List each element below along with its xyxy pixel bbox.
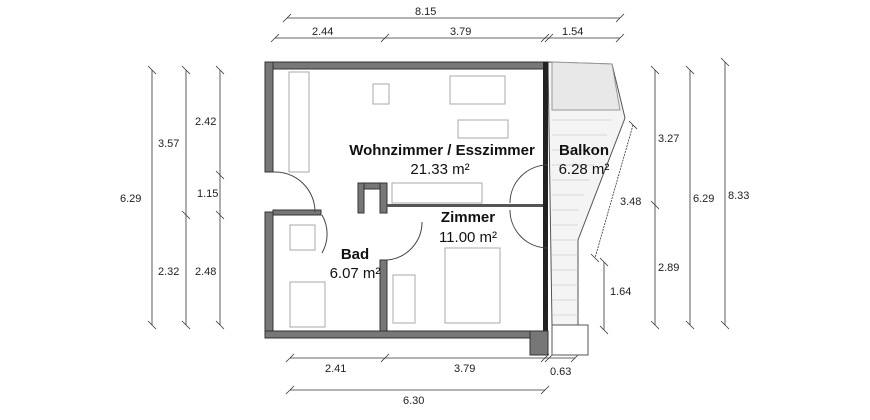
room-balcony: Balkon 6.28 m² — [559, 142, 610, 178]
dim-label: 2.44 — [312, 26, 333, 38]
room-area: 11.00 m² — [439, 229, 497, 246]
dim-label: 6.30 — [403, 395, 424, 407]
room-bedroom: Zimmer 11.00 m² — [439, 209, 497, 246]
dim-label: 0.63 — [550, 366, 571, 378]
room-name: Wohnzimmer / Esszimmer — [349, 142, 535, 159]
dim-label: 2.42 — [195, 116, 216, 128]
dim-label: 3.48 — [620, 196, 641, 208]
dimension-labels: 8.15 2.44 3.79 1.54 6.29 3.57 2.32 2.42 … — [120, 6, 749, 407]
dim-label: 1.15 — [197, 188, 218, 200]
room-bathroom: Bad 6.07 m² — [330, 246, 381, 282]
room-area: 6.28 m² — [559, 161, 610, 178]
dim-label: 1.54 — [562, 26, 583, 38]
dim-label: 3.27 — [658, 133, 679, 145]
dim-label: 8.15 — [415, 6, 436, 18]
dim-label: 1.64 — [610, 286, 631, 298]
dim-label: 3.79 — [450, 26, 471, 38]
dimension-lines — [147, 13, 730, 395]
walls — [264, 61, 549, 356]
room-living: Wohnzimmer / Esszimmer 21.33 m² — [349, 142, 535, 178]
room-name: Bad — [341, 246, 369, 263]
dim-label: 3.57 — [158, 138, 179, 150]
room-area: 21.33 m² — [410, 161, 469, 178]
dim-label: 8.33 — [728, 190, 749, 202]
dim-label: 6.29 — [120, 193, 141, 205]
dim-label: 6.29 — [693, 193, 714, 205]
dim-label: 2.48 — [195, 266, 216, 278]
furniture — [272, 71, 549, 328]
dim-label: 2.32 — [158, 266, 179, 278]
room-area: 6.07 m² — [330, 265, 381, 282]
room-name: Zimmer — [441, 209, 495, 226]
dim-label: 2.89 — [658, 262, 679, 274]
dim-label: 2.41 — [325, 363, 346, 375]
dim-label: 3.79 — [454, 363, 475, 375]
room-name: Balkon — [559, 142, 609, 159]
balcony — [547, 61, 626, 356]
